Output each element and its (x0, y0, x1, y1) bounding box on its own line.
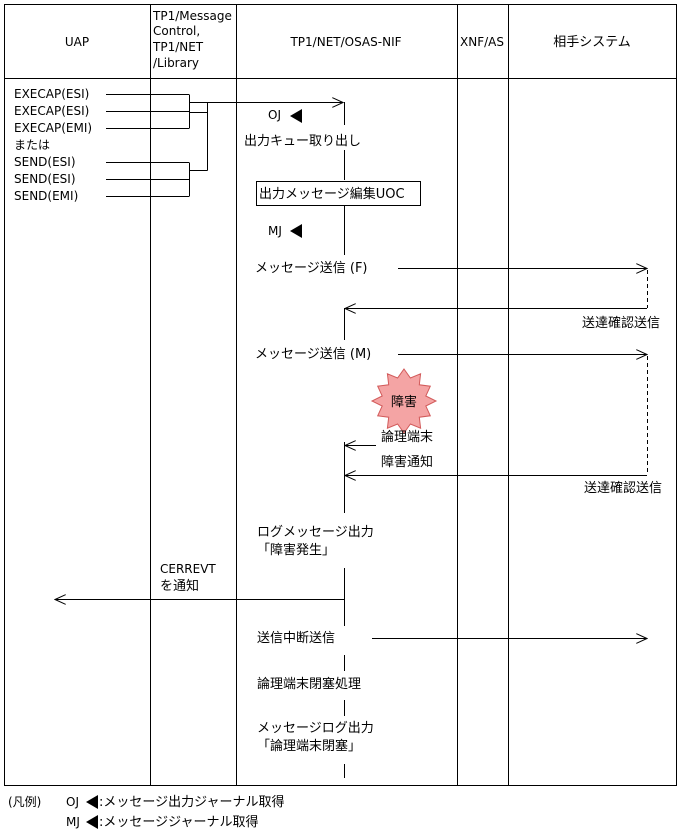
step-msglog-2: 「論理端末閉塞」 (257, 738, 361, 754)
diagram-frame (4, 4, 677, 786)
lane-header-uap: UAP (65, 35, 89, 49)
lane-header-osas: TP1/NET/OSAS-NIF (289, 35, 401, 49)
lane-header-xnf: XNF/AS (460, 35, 504, 49)
lane-header-tp1-line-4: /Library (153, 56, 199, 70)
mj-marker-icon (290, 224, 302, 238)
mj-tag: MJ (268, 224, 282, 238)
step-lt-close: 論理端末閉塞処理 (257, 676, 361, 692)
step-ack-2: 送達確認送信 (584, 480, 662, 496)
uap-call-4: SEND(ESI) (14, 155, 76, 169)
uap-call-1: EXECAP(ESI) (14, 87, 89, 101)
step-send-m: メッセージ送信 (M) (255, 347, 371, 362)
oj-marker-icon (290, 109, 302, 123)
lane-header-tp1-line-2: Control, (153, 24, 200, 38)
legend-oj-text: :メッセージ出力ジャーナル取得 (99, 794, 284, 810)
uoc-box-label: 出力メッセージ編集UOC (259, 186, 405, 202)
fault-label: 障害 (391, 394, 417, 410)
oj-tag: OJ (268, 108, 281, 122)
lane-header-tp1-line-3: TP1/NET (152, 40, 204, 54)
fault-burst-icon (370, 368, 438, 434)
legend-title: (凡例) (8, 795, 41, 809)
step-lt-fault-1: 論理端末 (381, 429, 433, 445)
step-log-2: 「障害発生」 (257, 542, 335, 558)
legend-mj-marker-icon (86, 815, 98, 829)
lane-header-partner: 相手システム (553, 35, 631, 50)
uoc-box (256, 181, 421, 206)
uap-call-3: EXECAP(EMI) (14, 121, 92, 135)
step-output-queue: 出力キュー取り出し (244, 134, 361, 149)
uap-call-or: または (14, 138, 50, 152)
step-cerrevt-2: を通知 (160, 578, 199, 594)
step-lt-fault-2: 障害通知 (381, 454, 433, 470)
step-ack-1: 送達確認送信 (582, 315, 660, 331)
step-send-f: メッセージ送信 (F) (255, 261, 368, 276)
call-bracket-connectors (106, 94, 208, 197)
legend-oj-code: OJ (66, 795, 79, 809)
uap-call-2: EXECAP(ESI) (14, 104, 89, 118)
step-log-1: ログメッセージ出力 (257, 525, 374, 540)
uap-call-6: SEND(EMI) (14, 189, 78, 203)
legend-oj-marker-icon (86, 795, 98, 809)
step-cerrevt-1: CERREVT (160, 562, 216, 576)
legend-mj-text: :メッセージジャーナル取得 (99, 814, 258, 830)
step-msglog-1: メッセージログ出力 (257, 721, 374, 736)
step-send-abort: 送信中断送信 (257, 631, 335, 646)
uap-call-5: SEND(ESI) (14, 172, 76, 186)
lane-header-tp1-line-1: TP1/Message (152, 9, 232, 23)
legend-mj-code: MJ (66, 815, 80, 829)
